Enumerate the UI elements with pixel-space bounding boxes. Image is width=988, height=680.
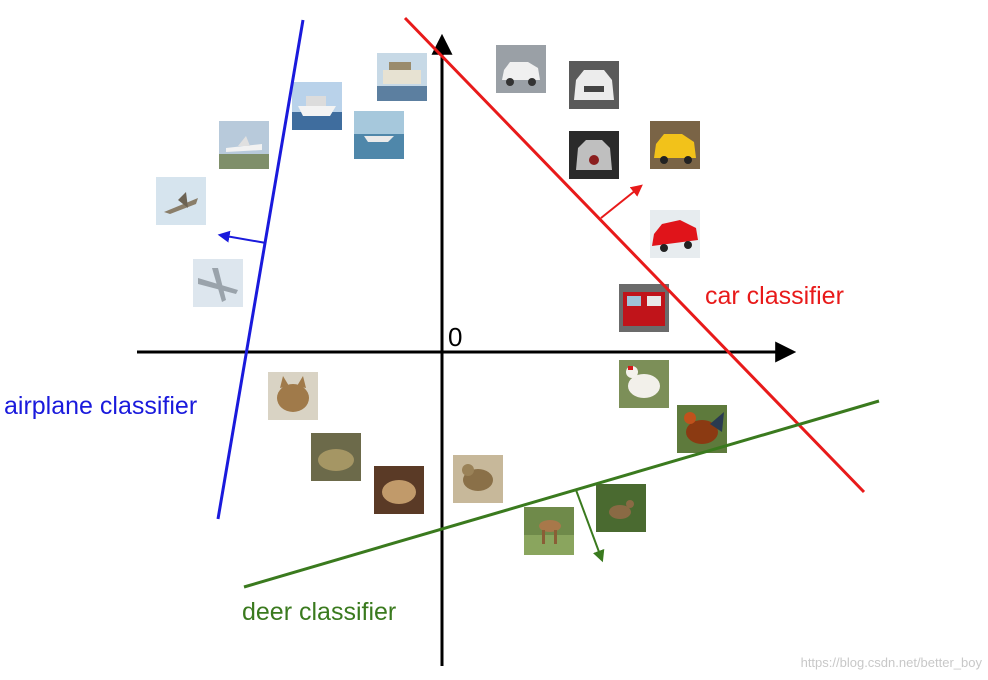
car-classifier <box>403 16 866 494</box>
ship-image <box>377 53 427 101</box>
frog-image <box>311 433 361 481</box>
car-image <box>569 131 619 179</box>
car-classifier-label: car classifier <box>705 282 844 310</box>
image-thumbnails <box>156 45 727 555</box>
ship-image <box>292 82 342 130</box>
deer-image <box>524 507 574 555</box>
airplane-image <box>156 177 206 225</box>
truck-image <box>619 284 669 332</box>
deer-image <box>596 484 646 532</box>
car-image <box>650 121 700 169</box>
watermark: https://blog.csdn.net/better_boy <box>801 655 983 670</box>
bird-image <box>453 455 503 503</box>
deer-classifier-line <box>243 399 880 589</box>
car-image <box>496 45 546 93</box>
cat-image <box>268 372 318 420</box>
airplane-classifier <box>216 19 305 520</box>
car-image <box>569 61 619 109</box>
airplane-image <box>193 259 243 307</box>
deer-classifier-label: deer classifier <box>242 598 396 626</box>
car-image <box>650 210 700 258</box>
car-classifier-line <box>403 16 866 494</box>
frog-image <box>374 466 424 514</box>
airplane-classifier-line <box>216 19 305 520</box>
airplane-normal-arrow <box>217 230 267 244</box>
car-normal-arrow <box>600 184 643 219</box>
bird-image <box>677 405 727 453</box>
origin-label: 0 <box>448 322 462 352</box>
deer-normal-arrow <box>575 489 605 563</box>
bird-image <box>619 360 669 408</box>
deer-classifier <box>243 399 880 589</box>
ship-image <box>354 111 404 159</box>
airplane-image <box>219 121 269 169</box>
airplane-classifier-label: airplane classifier <box>4 392 197 420</box>
